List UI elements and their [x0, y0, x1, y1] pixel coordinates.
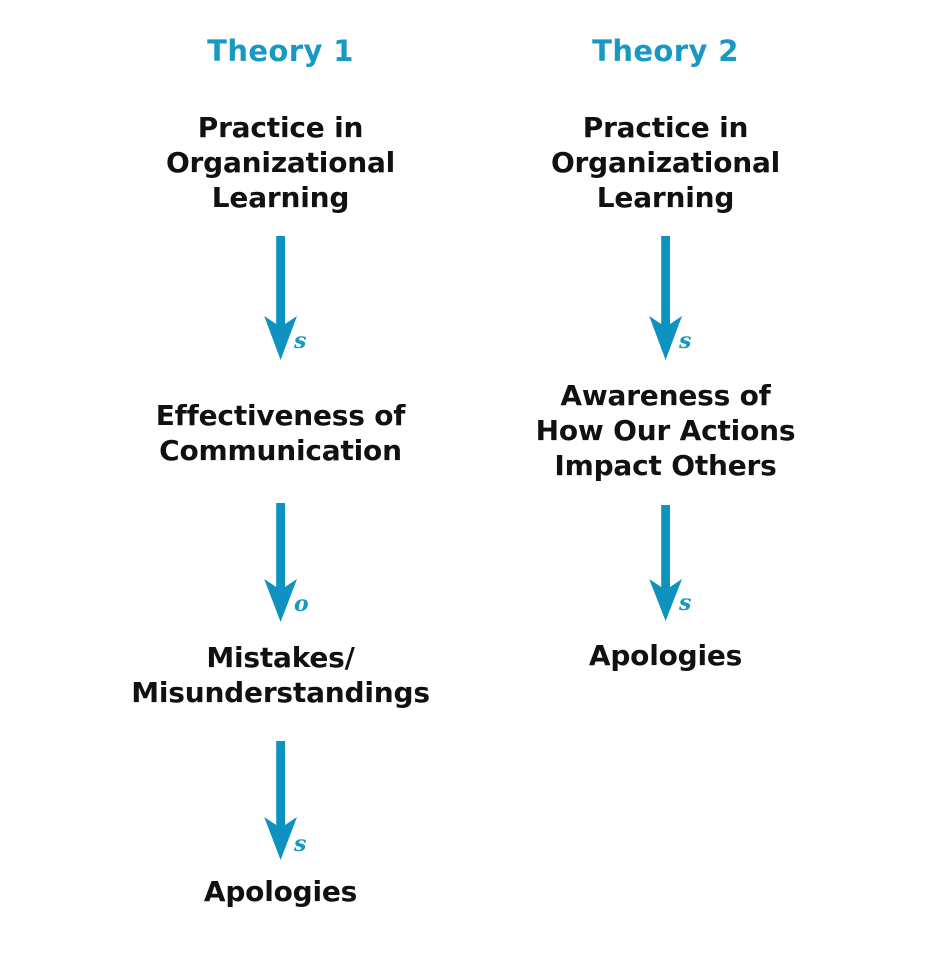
column-theory-1: Theory 1 Practice in Organizational Lear… [88, 0, 473, 954]
node-line: Impact Others [554, 449, 777, 482]
node-apologies-t2: Apologies [473, 638, 858, 673]
node-line: Effectiveness of [155, 399, 406, 432]
node-practice-organizational-learning-t1: Practice in Organizational Learning [88, 110, 473, 215]
arrow-practice-to-awareness [644, 236, 688, 360]
column-heading-theory-1: Theory 1 [207, 34, 354, 68]
node-line: Mistakes/ [206, 641, 355, 674]
node-apologies-t1: Apologies [88, 874, 473, 909]
arrow-label-mistakes-to-apologies: s [294, 831, 307, 857]
node-effectiveness-of-communication: Effectiveness of Communication [88, 398, 473, 468]
column-heading-theory-2: Theory 2 [592, 34, 739, 68]
node-line: How Our Actions [535, 414, 796, 447]
node-line: Learning [211, 181, 350, 214]
arrow-label-practice-to-effectiveness: s [294, 328, 307, 354]
node-line: Awareness of [560, 379, 771, 412]
arrow-awareness-to-apologies [644, 505, 688, 621]
node-mistakes-misunderstandings: Mistakes/ Misunderstandings [88, 640, 473, 710]
node-awareness-of-impact: Awareness of How Our Actions Impact Othe… [473, 378, 858, 483]
arrow-label-awareness-to-apologies: s [679, 590, 692, 616]
node-line: Organizational [165, 146, 396, 179]
arrow-label-effectiveness-to-mistakes: o [294, 591, 309, 617]
node-line: Communication [159, 434, 402, 467]
arrow-label-practice-to-awareness: s [679, 328, 692, 354]
node-line: Organizational [550, 146, 781, 179]
column-theory-2: Theory 2 Practice in Organizational Lear… [473, 0, 858, 954]
arrow-practice-to-effectiveness [259, 236, 303, 360]
node-line: Practice in [197, 111, 364, 144]
node-line: Apologies [588, 639, 743, 672]
arrow-effectiveness-to-mistakes [259, 503, 303, 622]
node-line: Misunderstandings [131, 676, 430, 709]
node-line: Practice in [582, 111, 749, 144]
node-line: Learning [596, 181, 735, 214]
node-line: Apologies [203, 875, 358, 908]
node-practice-organizational-learning-t2: Practice in Organizational Learning [473, 110, 858, 215]
arrow-mistakes-to-apologies [259, 741, 303, 860]
